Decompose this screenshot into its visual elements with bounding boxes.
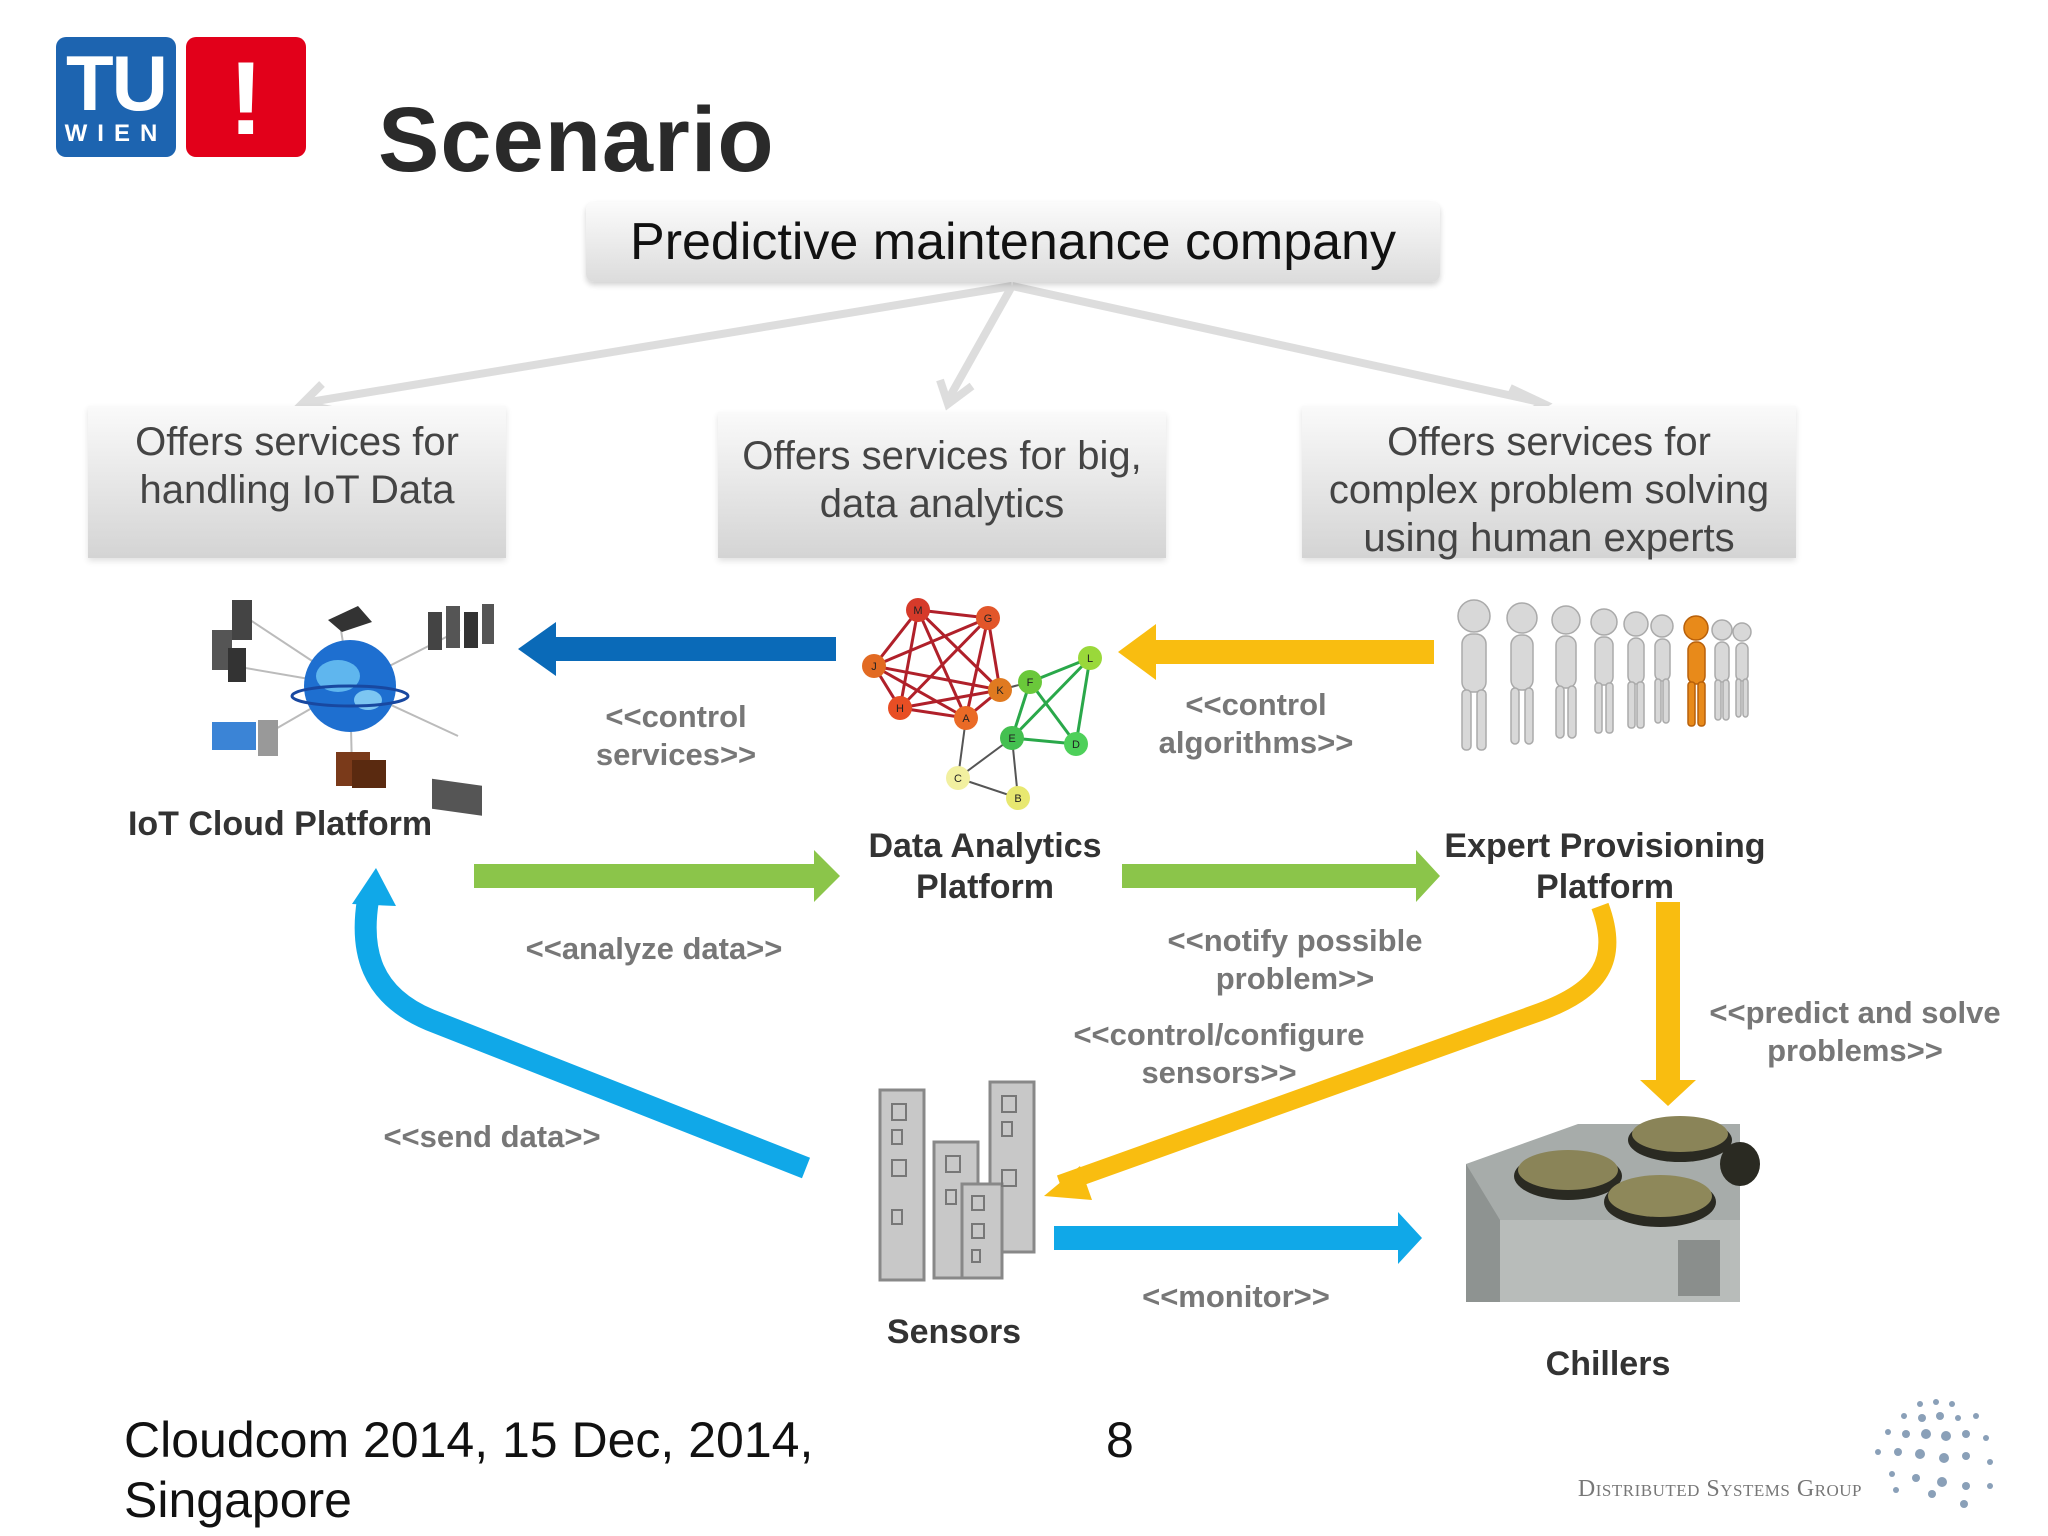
page-number: 8 bbox=[1106, 1412, 1134, 1468]
network-node-label: H bbox=[896, 703, 904, 715]
logo-blue-block bbox=[56, 37, 176, 157]
label-control-configure-sensors: <<control/configure sensors>> bbox=[1073, 1017, 1365, 1090]
company-box: Predictive maintenance company bbox=[586, 202, 1440, 282]
iot-cloud-icon bbox=[212, 600, 494, 816]
footer-conference: Cloudcom 2014, 15 Dec, 2014, Singapore bbox=[124, 1412, 814, 1528]
network-node-label: A bbox=[962, 713, 970, 725]
arrow-monitor bbox=[1054, 1212, 1422, 1264]
service-box-expert: Offers services for complex problem solv… bbox=[1302, 406, 1796, 560]
label-iot-cloud-platform: IoT Cloud Platform bbox=[127, 805, 433, 843]
network-node-label: G bbox=[984, 613, 993, 625]
label-control-algorithms: <<control algorithms>> bbox=[1158, 687, 1354, 760]
network-node-label: K bbox=[996, 685, 1004, 697]
footer-group-name: Distributed Systems Group bbox=[1577, 1476, 1862, 1502]
connector-left bbox=[309, 282, 1013, 406]
connector-middle bbox=[944, 284, 1016, 402]
connector-right bbox=[1011, 282, 1541, 406]
label-sensors: Sensors bbox=[886, 1313, 1022, 1351]
network-node-label: M bbox=[913, 605, 922, 617]
label-send-data: <<send data>> bbox=[383, 1119, 601, 1154]
network-node-label: E bbox=[1008, 733, 1015, 745]
label-predict-and-solve: <<predict and solve problems>> bbox=[1709, 995, 2001, 1068]
chillers-icon bbox=[1466, 1116, 1760, 1302]
people-crowd-icon bbox=[1457, 599, 1752, 751]
arrow-control-services bbox=[518, 622, 836, 676]
network-node-label: B bbox=[1014, 793, 1021, 805]
arrow-analyze-data bbox=[474, 850, 840, 902]
dsg-dots-logo bbox=[1875, 1399, 1993, 1508]
network-node-label: C bbox=[954, 773, 962, 785]
page-title: Scenario bbox=[378, 89, 775, 191]
connector-middle-head bbox=[936, 378, 975, 411]
network-node-label: D bbox=[1072, 739, 1080, 751]
network-node-label: L bbox=[1087, 653, 1093, 665]
label-expert-provisioning-platform: Expert Provisioning Platform bbox=[1444, 827, 1766, 906]
company-connectors bbox=[293, 282, 1553, 422]
service-box-analytics: Offers services for big, data analytics bbox=[718, 412, 1166, 558]
logo-wien-text: WIEN bbox=[64, 120, 168, 147]
label-analyze-data: <<analyze data>> bbox=[525, 931, 783, 966]
label-data-analytics-platform: Data Analytics Platform bbox=[868, 827, 1102, 906]
arrow-predict bbox=[1640, 902, 1696, 1106]
network-graph-icon: M G J K H A F L E D C B bbox=[862, 598, 1102, 810]
arrow-notify bbox=[1122, 850, 1440, 902]
sensors-icon bbox=[878, 1080, 1036, 1282]
label-chillers: Chillers bbox=[1545, 1345, 1671, 1383]
arrow-send-data-head bbox=[352, 868, 396, 906]
label-monitor: <<monitor>> bbox=[1142, 1279, 1330, 1314]
network-node-label: F bbox=[1027, 677, 1034, 689]
arrow-control-algorithms bbox=[1118, 624, 1434, 680]
network-node-label: J bbox=[871, 661, 877, 673]
service-box-iot: Offers services for handling IoT Data bbox=[88, 406, 506, 558]
logo-red-block bbox=[186, 37, 306, 157]
label-control-services: <<control services>> bbox=[595, 699, 757, 772]
arrow-configure-head bbox=[1044, 1166, 1092, 1200]
logo-tu-text: TU bbox=[66, 39, 168, 127]
label-notify-possible-problem: <<notify possible problem>> bbox=[1167, 923, 1423, 996]
logo-exclamation-mark: ! bbox=[228, 41, 264, 157]
flow-arrows bbox=[352, 622, 1696, 1264]
tu-wien-logo bbox=[56, 37, 306, 157]
arrow-configure-line bbox=[1056, 902, 1617, 1193]
arrow-send-data-line bbox=[354, 898, 811, 1179]
